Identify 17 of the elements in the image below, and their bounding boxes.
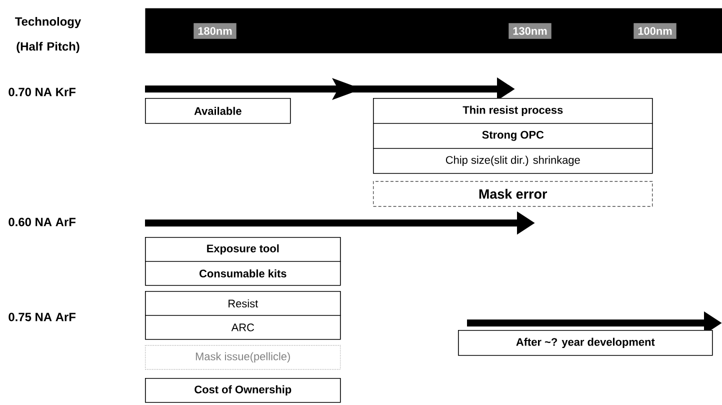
text-box: Thin resist process <box>373 98 653 124</box>
row-label: 0.70 NA KrF <box>8 88 76 96</box>
text-box: Available <box>145 98 291 124</box>
text-box: Resist <box>145 291 341 316</box>
row-label: 0.75 NA ArF <box>8 312 76 322</box>
text-box: After ~? year development <box>458 330 713 356</box>
heading-label: Technology (Half Pitch) <box>15 16 82 54</box>
text-box: Cost of Ownership <box>145 378 341 403</box>
text-box: Exposure tool <box>145 237 341 262</box>
text-box: Mask issue(pellicle) <box>145 345 341 370</box>
text-box: Strong OPC <box>373 123 653 149</box>
text-box: Mask error <box>373 181 653 207</box>
header-band: 180nm 130nm 100nm <box>145 8 722 54</box>
row-label: 0.60 NA ArF <box>8 218 76 226</box>
text-box: ARC <box>145 315 341 340</box>
text-box: Chip size(slit dir.) shrinkage <box>373 148 653 174</box>
text-box: Consumable kits <box>145 261 341 286</box>
